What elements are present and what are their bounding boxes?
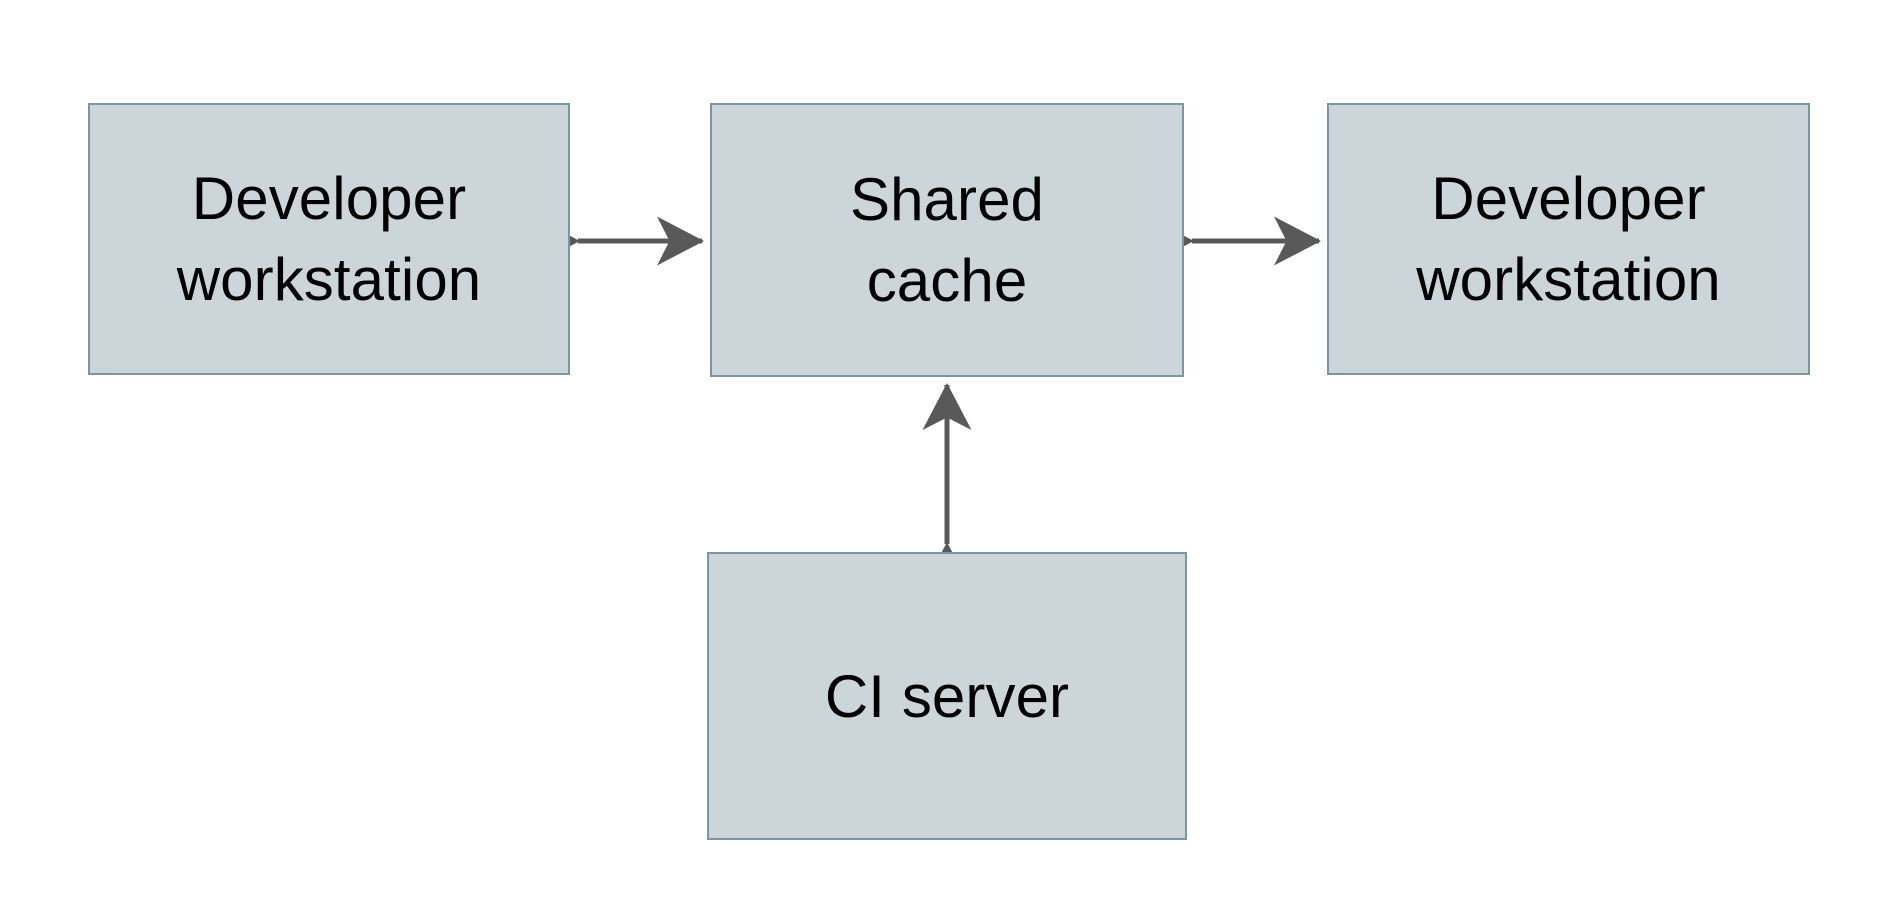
node-label: Developer workstation [1416,165,1721,313]
node-label: CI server [824,662,1070,730]
node-developer-workstation-left[interactable]: Developer workstation [88,103,570,375]
node-developer-workstation-right[interactable]: Developer workstation [1327,103,1810,375]
node-label: Developer workstation [176,165,482,313]
node-ci-server[interactable]: CI server [707,552,1187,840]
node-label: Shared cache [849,166,1045,314]
node-shared-cache[interactable]: Shared cache [710,103,1184,377]
